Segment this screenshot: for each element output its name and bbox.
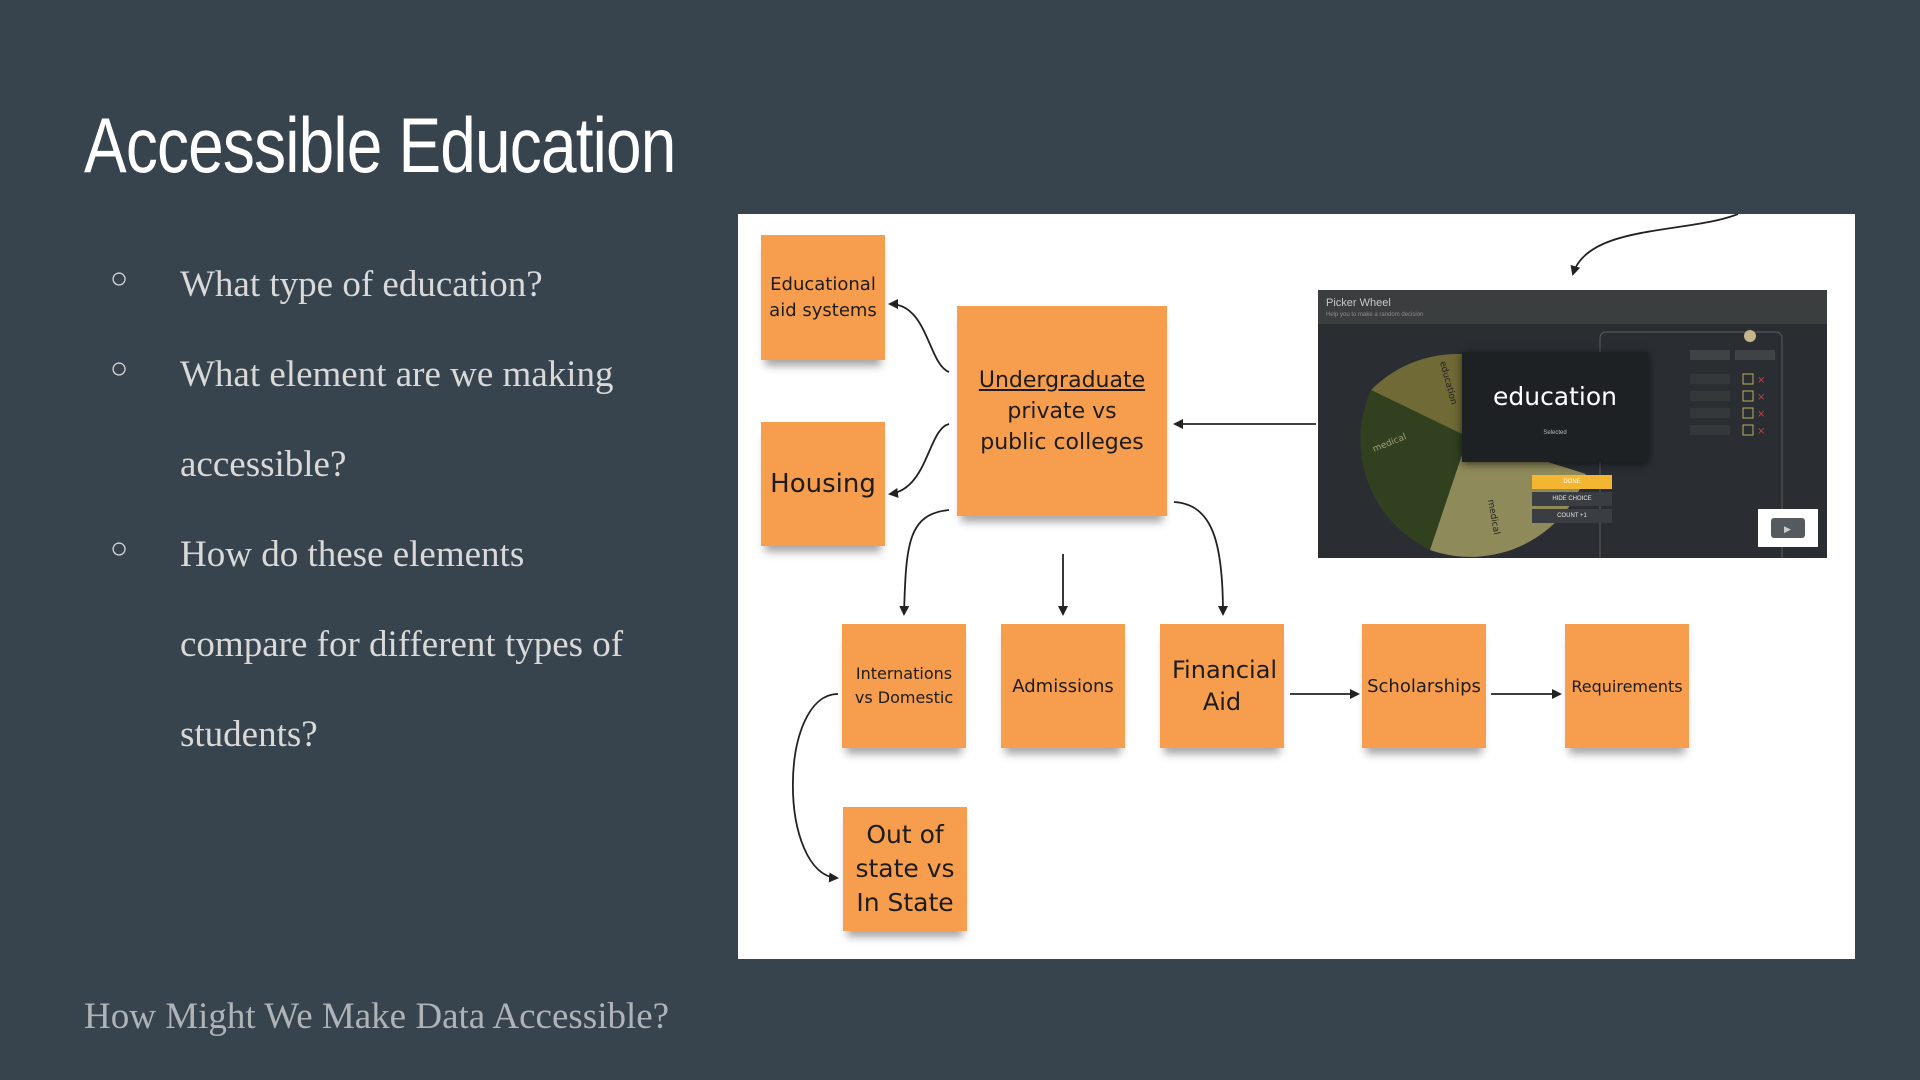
sticky-note-financial-aid: Financial Aid (1160, 624, 1284, 748)
delete-icon: × (1757, 426, 1765, 437)
hide-choice-button[interactable]: HIDE CHOICE (1532, 492, 1612, 506)
note-label: Housing (770, 469, 876, 499)
connector-arrows (791, 214, 1739, 883)
selected-label: Selected (1543, 430, 1567, 436)
arrow-from-top (1570, 214, 1739, 276)
note-label: Financial Aid (1172, 656, 1278, 716)
sticky-note-educational-aid: Educational aid systems (761, 235, 885, 360)
bullet-item: ○ What type of education? (110, 240, 690, 330)
note-label: Educational aid systems (769, 273, 877, 321)
avatar (1744, 330, 1756, 342)
sticky-note-scholarships: Scholarships (1362, 624, 1486, 748)
checkbox-icon (1742, 373, 1754, 385)
note-label: Out of state vs In State (855, 820, 955, 917)
side-list-panel: × × × × ▶ (1599, 330, 1818, 558)
delete-icon: × (1757, 409, 1765, 420)
bullet-marker: ○ (110, 262, 129, 295)
wheel-segment-medical-khaki (1430, 437, 1586, 557)
picker-wheel-title: Picker Wheel (1326, 297, 1391, 309)
sticky-note-internations: Internations vs Domestic (842, 624, 966, 748)
arrow-to-internations (899, 509, 950, 616)
sticky-note-undergraduate: Undergraduate private vs public colleges (957, 306, 1167, 516)
bullet-item: ○ What element are we making accessible? (110, 330, 690, 510)
checkbox-icon (1742, 407, 1754, 419)
picker-wheel-subtitle: Help you to make a random decision (1326, 312, 1424, 318)
bullet-text: What element are we making accessible? (180, 354, 614, 485)
picker-wheel-header: Picker Wheel Help you to make a random d… (1318, 290, 1827, 324)
bullet-text: What type of education? (180, 264, 543, 305)
note-label: Internations vs Domestic (854, 664, 954, 707)
sticky-note-admissions: Admissions (1001, 624, 1125, 748)
note-label: Scholarships (1367, 675, 1481, 697)
selection-popup: education Selected (1462, 352, 1648, 462)
note-label: Requirements (1571, 676, 1683, 696)
sticky-note-out-of-state: Out of state vs In State (843, 807, 967, 931)
count-plus-button[interactable]: COUNT +1 (1532, 509, 1612, 523)
bullet-list: ○ What type of education? ○ What element… (110, 240, 690, 780)
arrow-to-out-of-state (791, 693, 839, 883)
note-label: private vs public colleges (980, 398, 1144, 455)
bullet-marker: ○ (110, 352, 129, 385)
wheel-segment-medical-dark (1360, 390, 1468, 550)
arrow-to-financial-aid (1173, 501, 1228, 616)
checkbox-icon (1742, 390, 1754, 402)
sticky-note-housing: Housing (761, 422, 885, 546)
bullet-item: ○ How do these elements compare for diff… (110, 510, 690, 780)
sticky-note-requirements: Requirements (1565, 624, 1689, 748)
note-heading: Undergraduate (978, 367, 1146, 393)
slide-title: Accessible Education (84, 101, 676, 189)
bullet-marker: ○ (110, 532, 129, 565)
diagram-panel: Educational aid systems Housing Undergra… (738, 214, 1855, 959)
arrow-to-educational-aid (888, 299, 950, 373)
selected-word: education (1492, 382, 1618, 411)
picker-wheel-screenshot: Picker Wheel Help you to make a random d… (1318, 290, 1827, 558)
footer-text: How Might We Make Data Accessible? (84, 996, 670, 1037)
delete-icon: × (1757, 392, 1765, 403)
bullet-text: How do these elements compare for differ… (180, 534, 624, 755)
done-button[interactable]: DONE (1532, 475, 1612, 489)
play-icon: ▶ (1784, 525, 1791, 535)
arrow-to-housing (888, 423, 950, 498)
note-label: Admissions (1012, 675, 1114, 697)
delete-icon: × (1757, 375, 1765, 386)
checkbox-icon (1742, 424, 1754, 436)
